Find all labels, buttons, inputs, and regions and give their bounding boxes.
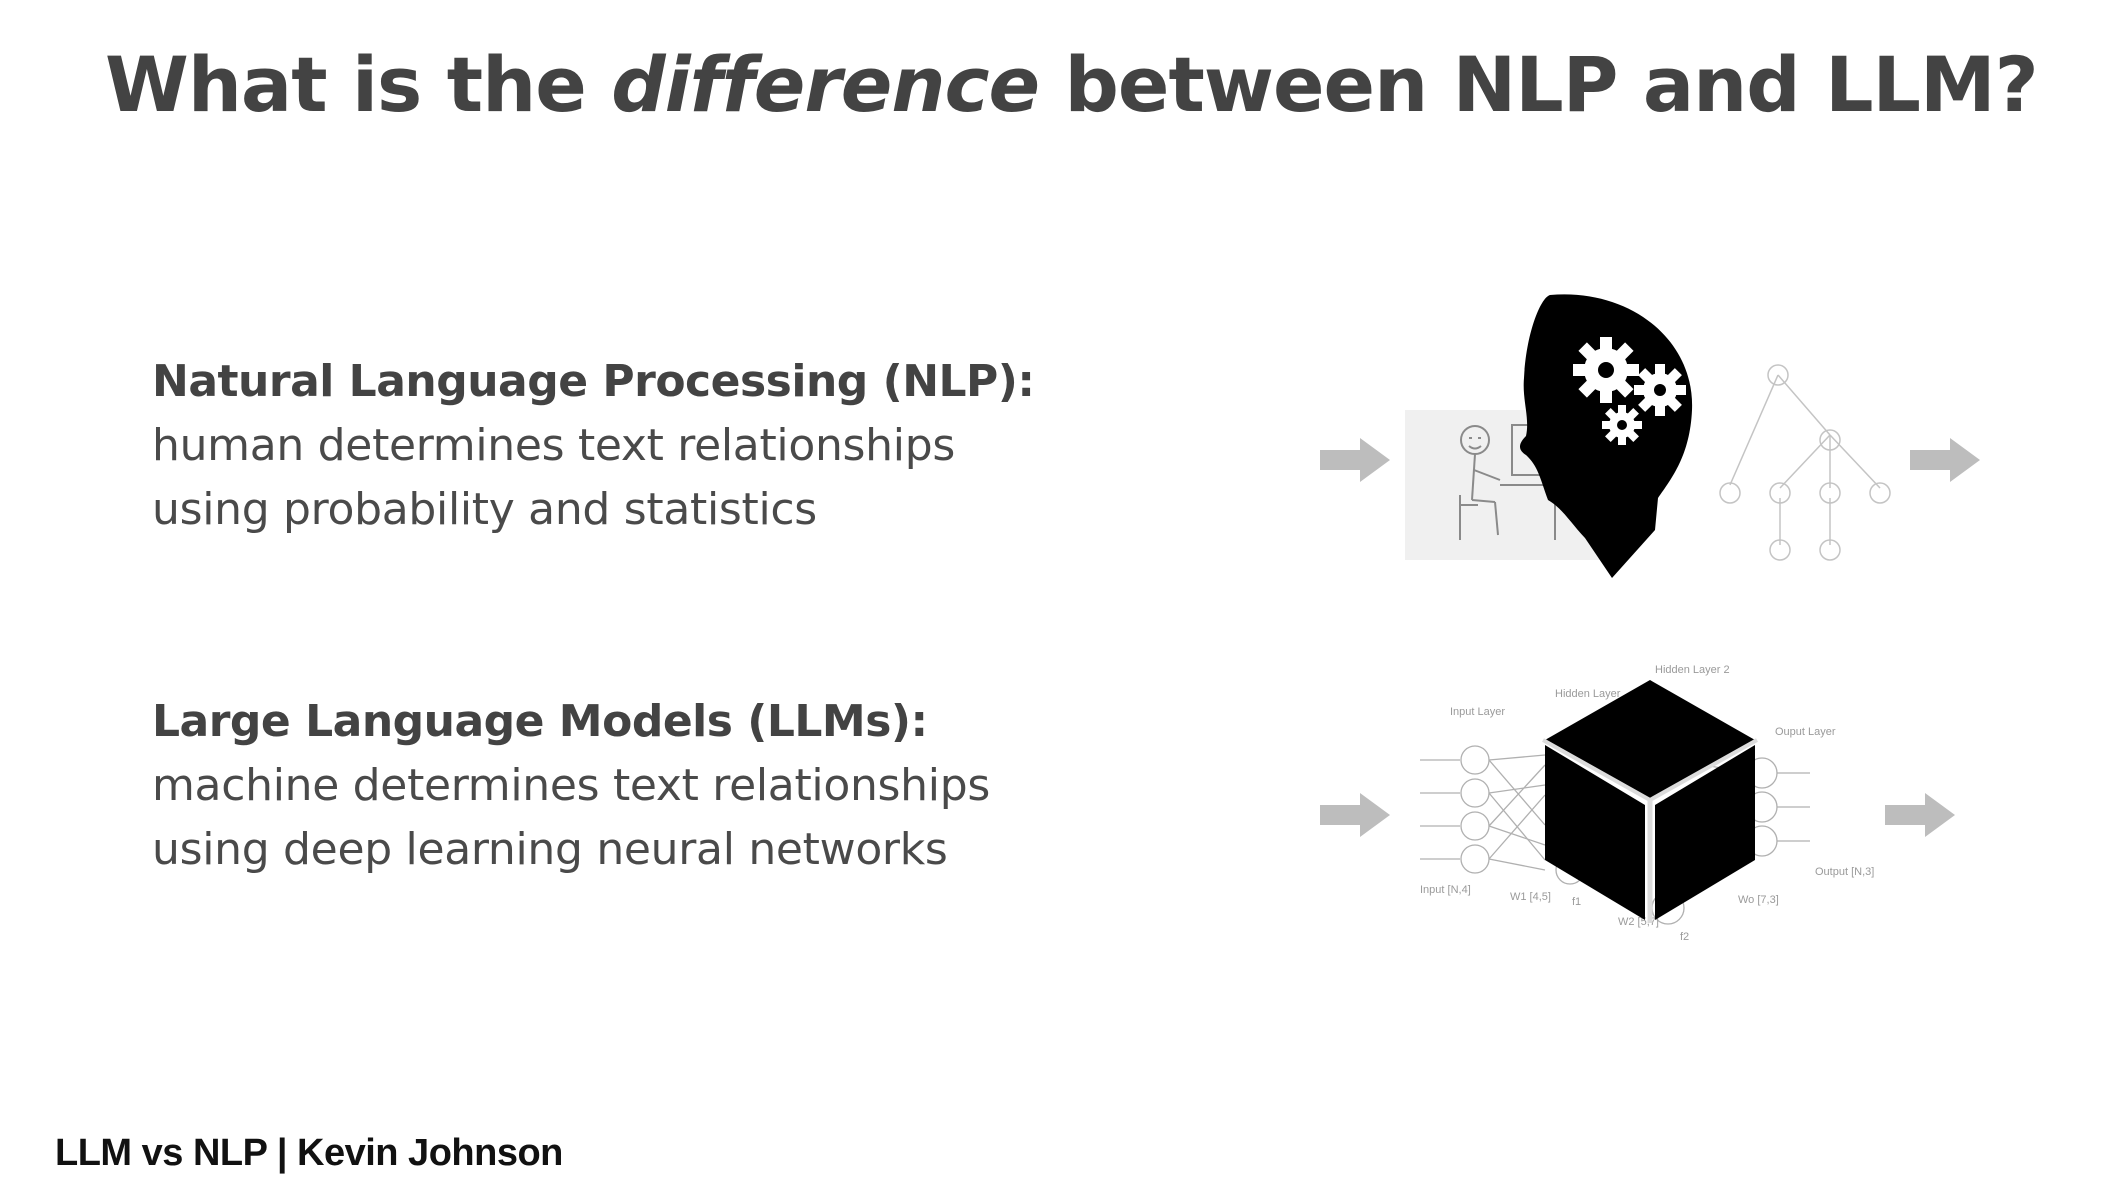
title-after: between NLP and LLM? <box>1039 40 2039 129</box>
wo-label: Wo [7,3] <box>1738 894 1779 906</box>
w2-label: W2 [5,7] <box>1618 916 1659 928</box>
arrow-right-icon <box>1320 793 1390 837</box>
head-with-gears-icon <box>1520 294 1693 578</box>
title-before: What is the <box>105 40 612 129</box>
nlp-heading: Natural Language Processing (NLP): <box>152 356 1035 407</box>
hidden-layer-2-label: Hidden Layer 2 <box>1655 664 1730 676</box>
llm-line-2: using deep learning neural networks <box>152 824 948 875</box>
output-layer-label: Ouput Layer <box>1775 726 1836 738</box>
black-box-cube-icon <box>1542 680 1758 923</box>
decision-tree-icon <box>1719 364 1891 561</box>
output-dim-label: Output [N,3] <box>1815 866 1874 878</box>
llm-heading: Large Language Models (LLMs): <box>152 696 928 747</box>
slide-title: What is the difference between NLP and L… <box>105 40 2039 129</box>
hidden-layer-label: Hidden Layer <box>1555 688 1621 700</box>
input-layer-label: Input Layer <box>1450 706 1505 718</box>
input-dim-label: Input [N,4] <box>1420 884 1471 896</box>
llm-line-1: machine determines text relationships <box>152 760 990 811</box>
footer-caption: LLM vs NLP | Kevin Johnson <box>55 1132 563 1174</box>
arrow-right-icon <box>1320 438 1390 482</box>
nlp-definition: Natural Language Processing (NLP): human… <box>152 350 1252 542</box>
w1-label: W1 [4,5] <box>1510 891 1551 903</box>
nlp-illustration <box>1300 290 2000 600</box>
llm-illustration: Input Layer Hidden Layer Hidden Layer 2 … <box>1300 655 2000 955</box>
title-emphasis: difference <box>611 40 1040 129</box>
f1-label: f1 <box>1572 896 1581 908</box>
llm-definition: Large Language Models (LLMs): machine de… <box>152 690 1252 882</box>
arrow-right-icon <box>1910 438 1980 482</box>
nlp-line-1: human determines text relationships <box>152 420 955 471</box>
nlp-line-2: using probability and statistics <box>152 484 817 535</box>
f2-label: f2 <box>1680 931 1689 943</box>
arrow-right-icon <box>1885 793 1955 837</box>
